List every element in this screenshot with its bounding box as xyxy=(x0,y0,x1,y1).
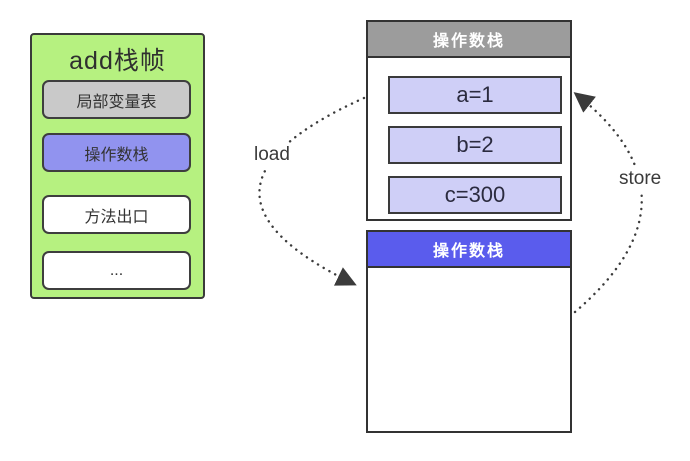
operand-stack-item: 操作数栈 xyxy=(42,133,191,172)
stack-frame-panel: add栈帧 局部变量表 操作数栈 方法出口 ... xyxy=(30,33,205,299)
ellipsis-item: ... xyxy=(42,251,191,290)
operand-stack-box-bottom: 操作数栈 xyxy=(366,230,572,433)
stack-value-c: c=300 xyxy=(388,176,562,214)
operand-stack-bottom-header: 操作数栈 xyxy=(368,232,570,268)
stack-value-a: a=1 xyxy=(388,76,562,114)
method-exit-item: 方法出口 xyxy=(42,195,191,234)
stack-frame-title: add栈帧 xyxy=(69,47,166,75)
load-arrow xyxy=(258,96,366,286)
operand-stack-top-header: 操作数栈 xyxy=(368,22,570,58)
store-arrow-label: store xyxy=(615,167,666,191)
local-variable-table-item: 局部变量表 xyxy=(42,80,191,119)
operand-stack-box-top: 操作数栈 a=1 b=2 c=300 xyxy=(366,20,572,221)
store-arrow xyxy=(573,92,643,314)
stack-value-b: b=2 xyxy=(388,126,562,164)
load-arrow-label: load xyxy=(250,143,294,167)
